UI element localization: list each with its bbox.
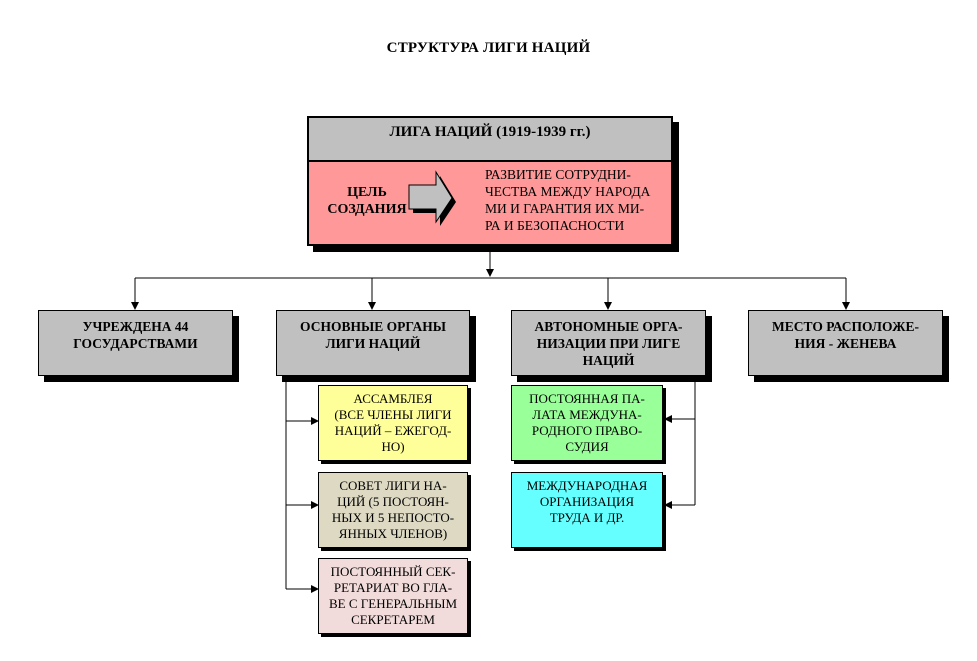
right-arrow-icon (408, 170, 456, 226)
box-line: МЕЖДУНАРОДНАЯ (526, 478, 648, 493)
box-line: НИЯ - ЖЕНЕВА (794, 336, 897, 351)
goal-label: ЦЕЛЬ СОЗДАНИЯ (327, 184, 407, 218)
box-line: СУДИЯ (565, 439, 609, 454)
box-line: НЫХ И 5 НЕПОСТО- (331, 510, 455, 525)
box-line: НИЗАЦИИ ПРИ ЛИГЕ (536, 336, 681, 351)
box-line: РЕТАРИАТ ВО ГЛА- (333, 580, 453, 595)
box-line: НО) (381, 439, 405, 454)
box-line: ЛИГИ НАЦИЙ (325, 336, 421, 351)
box-line: НАЦИЙ – ЕЖЕГОД- (334, 423, 452, 438)
council-box: СОВЕТ ЛИГИ НА- ЦИЙ (5 ПОСТОЯН- НЫХ И 5 Н… (318, 472, 468, 548)
box-line: УЧРЕЖДЕНА 44 (82, 319, 189, 334)
secretariat-box: ПОСТОЯННЫЙ СЕК- РЕТАРИАТ ВО ГЛА- ВЕ С ГЕ… (318, 558, 468, 634)
box-line: ПОСТОЯННАЯ ПА- (529, 391, 645, 406)
box-line: ТРУДА И ДР. (549, 510, 625, 525)
diagram-title: СТРУКТУРА ЛИГИ НАЦИЙ (386, 40, 591, 56)
goal-text-line: МИ И ГАРАНТИЯ ИХ МИ- (485, 201, 645, 216)
box-line: ЦИЙ (5 ПОСТОЯН- (337, 494, 449, 509)
location-box: МЕСТО РАСПОЛОЖЕ- НИЯ - ЖЕНЕВА (748, 310, 943, 376)
goal-text: РАЗВИТИЕ СОТРУДНИ- ЧЕСТВА МЕЖДУ НАРОДА М… (485, 166, 671, 234)
assembly-box: АССАМБЛЕЯ (ВСЕ ЧЛЕНЫ ЛИГИ НАЦИЙ – ЕЖЕГОД… (318, 385, 468, 461)
goal-text-line: ЧЕСТВА МЕЖДУ НАРОДА (485, 184, 651, 199)
goal-text-line: РАЗВИТИЕ СОТРУДНИ- (485, 167, 631, 182)
box-line: ГОСУДАРСТВАМИ (73, 336, 198, 351)
box-line: АССАМБЛЕЯ (353, 391, 433, 406)
league-of-nations-box: ЛИГА НАЦИЙ (1919-1939 гг.) ЦЕЛЬ СОЗДАНИЯ… (307, 116, 673, 246)
box-line: ЛАТА МЕЖДУНА- (532, 407, 642, 422)
league-heading: ЛИГА НАЦИЙ (1919-1939 гг.) (389, 124, 591, 140)
box-line: ОРГАНИЗАЦИЯ (539, 494, 635, 509)
box-line: ПОСТОЯННЫЙ СЕК- (330, 564, 456, 579)
box-line: (ВСЕ ЧЛЕНЫ ЛИГИ (334, 407, 452, 422)
box-line: ВЕ С ГЕНЕРАЛЬНЫМ (328, 596, 458, 611)
goal-text-line: РА И БЕЗОПАСНОСТИ (485, 218, 625, 233)
box-line: ОСНОВНЫЕ ОРГАНЫ (300, 319, 446, 334)
ilo-box: МЕЖДУНАРОДНАЯ ОРГАНИЗАЦИЯ ТРУДА И ДР. (511, 472, 663, 548)
box-line: СОВЕТ ЛИГИ НА- (339, 478, 447, 493)
box-line: НАЦИЙ (582, 353, 635, 368)
court-box: ПОСТОЯННАЯ ПА- ЛАТА МЕЖДУНА- РОДНОГО ПРА… (511, 385, 663, 461)
box-line: РОДНОГО ПРАВО- (531, 423, 643, 438)
goal-label-line: ЦЕЛЬ (347, 185, 387, 200)
box-line: АВТОНОМНЫЕ ОРГА- (534, 319, 683, 334)
main-organs-box: ОСНОВНЫЕ ОРГАНЫ ЛИГИ НАЦИЙ (276, 310, 470, 376)
box-line: МЕСТО РАСПОЛОЖЕ- (772, 319, 919, 334)
league-header: ЛИГА НАЦИЙ (1919-1939 гг.) (309, 118, 671, 162)
box-line: СЕКРЕТАРЕМ (351, 612, 435, 627)
members-box: УЧРЕЖДЕНА 44 ГОСУДАРСТВАМИ (38, 310, 233, 376)
goal-label-line: СОЗДАНИЯ (327, 202, 407, 217)
box-line: ЯННЫХ ЧЛЕНОВ) (338, 526, 448, 541)
autonomous-orgs-box: АВТОНОМНЫЕ ОРГА- НИЗАЦИИ ПРИ ЛИГЕ НАЦИЙ (511, 310, 706, 376)
